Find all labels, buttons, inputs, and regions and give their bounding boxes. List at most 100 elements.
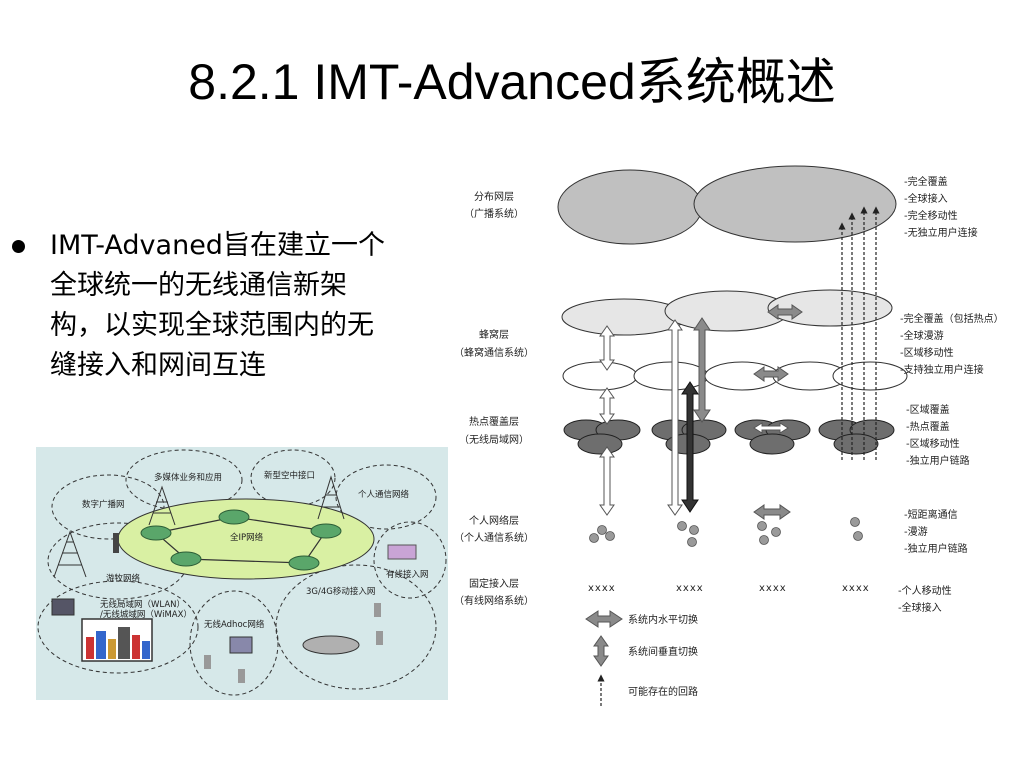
label-mobile-access: 3G/4G移动接入网 [306, 586, 375, 597]
mobile-access-cloud [275, 564, 437, 690]
legend-horizontal-arrow [585, 610, 623, 628]
bullet-text: IMT-Advaned旨在建立一个全球统一的无线通信新架构，以实现全球范围内的无… [50, 230, 385, 381]
new-air-cloud [250, 449, 336, 507]
label-wired-access: 有线接入网 [386, 569, 429, 580]
feature-text: -全球漫游 [900, 329, 944, 342]
vertical-handover-arrow [599, 446, 615, 516]
network-architecture-diagram: 多媒体业务和应用 新型空中接口 数字广播网 个人通信网络 全IP网络 游牧网络 … [36, 447, 448, 700]
cellular-cell [633, 361, 709, 391]
vertical-handover-arrow [693, 317, 711, 423]
ip-node [218, 509, 250, 525]
feature-text: -完全覆盖（包括热点） [900, 312, 1004, 325]
fixed-access-mark: xxxx [676, 583, 704, 594]
fixed-access-mark: xxxx [759, 583, 787, 594]
layered-architecture-diagram: 分布网层 （广播系统） 蜂窝层 （蜂窝通信系统） 热点覆盖层 （无线局域网） 个… [454, 165, 1004, 706]
legend-text: 系统间垂直切换 [628, 645, 698, 658]
phone-icon [238, 669, 245, 683]
personal-devices [589, 525, 615, 543]
hotspot-cluster [734, 419, 811, 455]
legend-text: 可能存在的回路 [628, 685, 698, 698]
cellular-cell [832, 361, 908, 391]
feature-text: -全球接入 [904, 192, 948, 205]
personal-devices [757, 521, 781, 545]
feature-text: -无独立用户连接 [904, 226, 978, 239]
layer-sub: （蜂窝通信系统） [454, 346, 534, 359]
layer-sub: （有线网络系统） [454, 594, 534, 607]
label-wlan: 无线局域网（WLAN） [100, 599, 185, 610]
cellular-cell [767, 289, 893, 327]
city-image [81, 618, 153, 662]
layer-sub: （无线局域网） [459, 433, 529, 446]
broadcast-cell [557, 169, 703, 245]
ip-node [170, 551, 202, 567]
feature-text: -独立用户链路 [906, 454, 970, 467]
feature-text: -个人移动性 [898, 584, 952, 597]
tower-icon [53, 530, 87, 578]
hotspot-cluster [818, 419, 895, 455]
printer-icon [387, 544, 417, 560]
ip-node [310, 523, 342, 539]
feature-text: -独立用户链路 [904, 542, 968, 555]
label-adhoc: 无线Adhoc网络 [204, 619, 265, 630]
digital-broadcast-cloud [51, 474, 165, 540]
horizontal-handover-arrow [767, 304, 803, 320]
wired-access-cloud [373, 521, 447, 599]
car-icon [302, 635, 360, 655]
horizontal-handover-arrow [753, 504, 791, 520]
laptop-icon [229, 636, 253, 654]
label-personal-comm: 个人通信网络 [358, 489, 410, 500]
broadcast-cell [693, 165, 897, 243]
access-point-icon [113, 533, 119, 553]
fixed-access-mark: xxxx [842, 583, 870, 594]
feature-text: -区域移动性 [906, 437, 960, 450]
feature-text: -漫游 [904, 525, 928, 538]
legend-text: 系统内水平切换 [628, 613, 698, 626]
vertical-handover-arrow [599, 325, 615, 371]
phone-icon [204, 655, 211, 669]
label-multimedia: 多媒体业务和应用 [154, 472, 222, 483]
layer-name: 固定接入层 [469, 577, 519, 590]
bullet-dot-icon [12, 240, 25, 253]
phone-icon [376, 631, 383, 645]
vertical-handover-arrow [599, 387, 615, 425]
label-new-air: 新型空中接口 [264, 470, 315, 481]
laptop-icon [51, 598, 75, 616]
vertical-handover-arrow [681, 381, 699, 513]
personal-devices [850, 517, 863, 541]
hotspot-cluster [563, 419, 641, 455]
layer-name: 分布网层 [474, 191, 514, 203]
label-nomadic: 游牧网络 [106, 573, 141, 584]
feature-text: -区域覆盖 [906, 403, 950, 416]
ip-node [140, 525, 172, 541]
label-wimax: /无线城域网（WiMAX） [100, 609, 192, 620]
slide-title: 8.2.1 IMT-Advanced系统概述 [188, 54, 836, 110]
horizontal-handover-arrow [753, 422, 789, 434]
tower-icon [317, 475, 345, 520]
label-digital-broadcast: 数字广播网 [82, 499, 125, 510]
horizontal-handover-arrow [753, 366, 789, 382]
fixed-access-mark: xxxx [588, 583, 616, 594]
personal-devices [677, 521, 699, 547]
legend-vertical-arrow [593, 635, 609, 667]
layer-sub: （广播系统） [464, 207, 524, 220]
tower-icon [148, 485, 176, 526]
feature-text: -完全移动性 [904, 209, 958, 222]
cellular-cell [562, 361, 638, 391]
layer-name: 个人网络层 [469, 514, 519, 527]
feature-text: -支持独立用户连接 [900, 363, 984, 376]
layer-name: 热点覆盖层 [469, 415, 519, 428]
layer-name: 蜂窝层 [479, 328, 509, 341]
layer-sub: （个人通信系统） [454, 531, 534, 544]
adhoc-cloud [189, 590, 279, 696]
personal-comm-cloud [335, 464, 437, 530]
phone-icon [374, 603, 381, 617]
label-all-ip: 全IP网络 [230, 532, 264, 543]
feature-text: -区域移动性 [900, 346, 954, 359]
feature-text: -短距离通信 [904, 508, 958, 521]
feature-text: -热点覆盖 [906, 420, 950, 433]
vertical-handover-arrow [667, 319, 683, 516]
ip-node [288, 555, 320, 571]
feature-text: -完全覆盖 [904, 175, 948, 188]
wlan-cloud [37, 580, 199, 674]
feature-text: -全球接入 [898, 601, 942, 614]
